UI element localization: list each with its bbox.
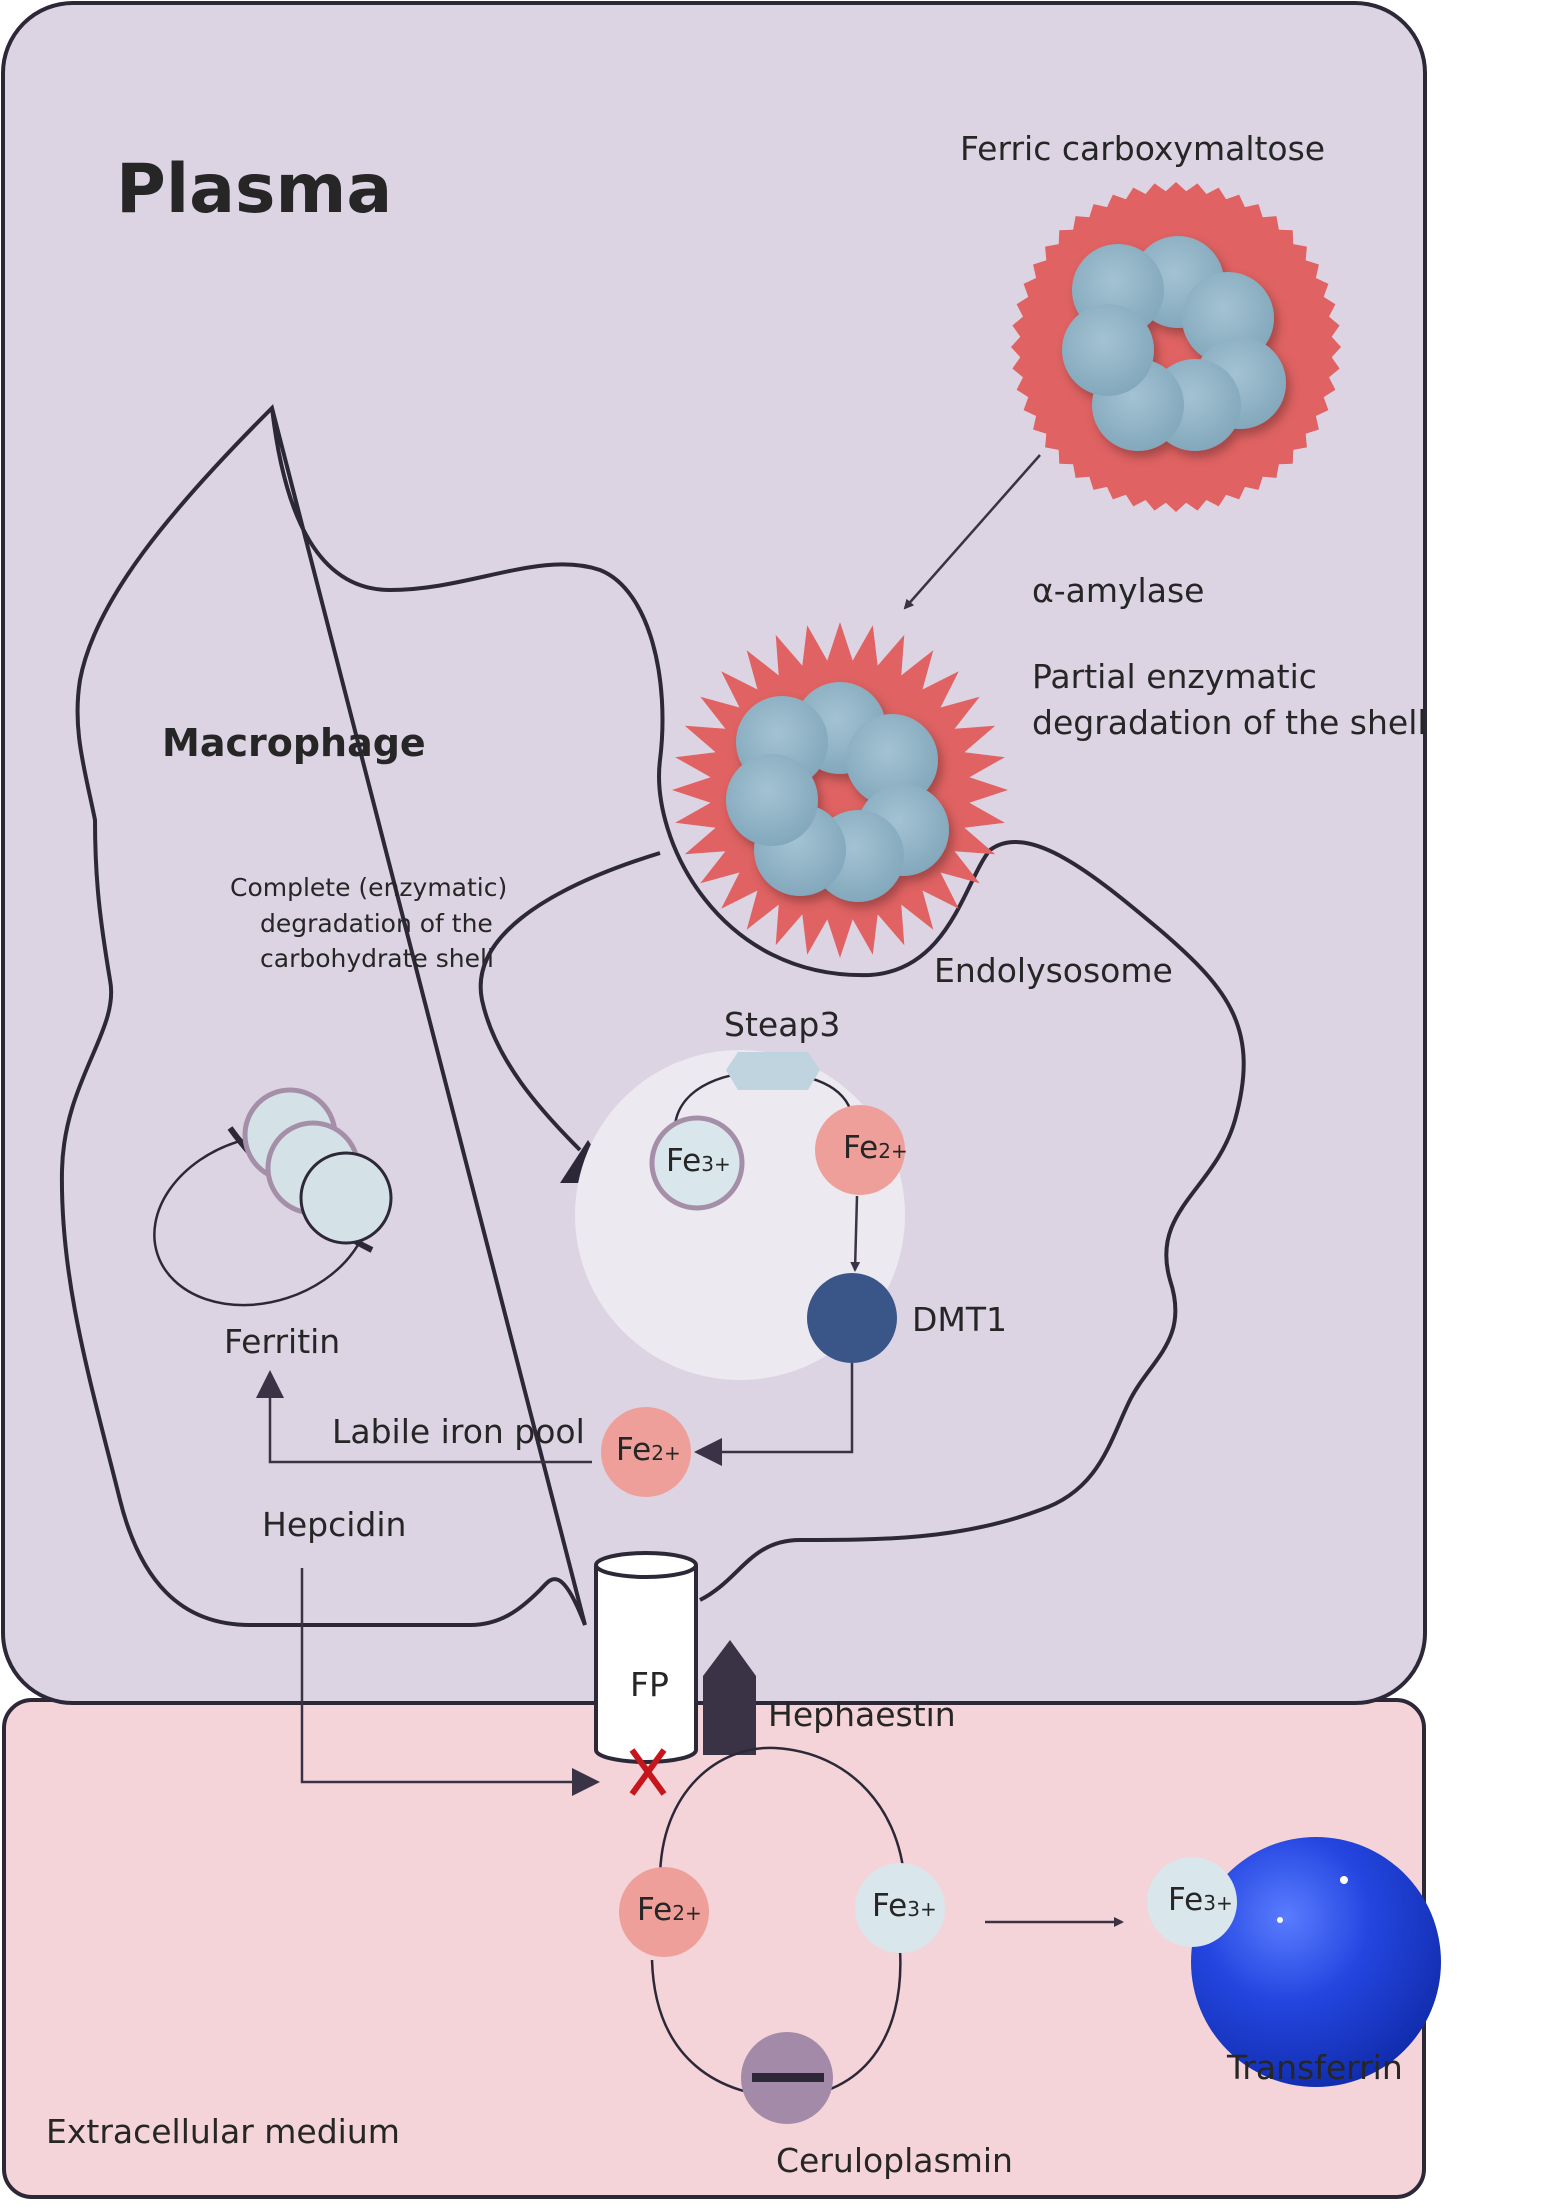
ferritin-label: Ferritin [224, 1322, 340, 1361]
arrow-labile-pool-to-ferritin-head [256, 1370, 284, 1398]
iron-core-sphere [1062, 304, 1154, 396]
ferric-carboxymaltose-particle [1011, 182, 1341, 512]
svg-text:Fe3+: Fe3+ [666, 1143, 731, 1179]
dmt1-transporter [807, 1273, 897, 1363]
arrow-complete-degradation [478, 851, 661, 1152]
steap3-enzyme [726, 1052, 820, 1090]
svg-text:Fe2+: Fe2+ [637, 1892, 702, 1928]
transferrin-protein [1191, 1837, 1441, 2087]
macrophage-membrane [59, 404, 1246, 1627]
ferritin-sphere [299, 1151, 393, 1245]
partial-degradation-label-line2: degradation of the shell [1032, 703, 1427, 742]
hephaestin-label: Hephaestin [768, 1695, 956, 1734]
ferric-carboxymaltose-label: Ferric carboxymaltose [960, 129, 1325, 168]
ferroportin-channel [594, 1551, 698, 1764]
ferric-ion-transferrin: Fe3+ [1147, 1857, 1237, 1947]
ferric-ion-extracellular: Fe3+ [855, 1863, 945, 1953]
ferrous-ion-extracellular: Fe2+ [619, 1867, 709, 1957]
arrow-to-dmt1 [850, 1195, 861, 1272]
partially-degraded-particle [672, 622, 1008, 958]
ceruloplasmin-label: Ceruloplasmin [776, 2141, 1013, 2180]
macrophage-label: Macrophage [162, 721, 426, 765]
steap3-label: Steap3 [724, 1005, 840, 1044]
iron-core-sphere [846, 714, 938, 806]
arrow-labile-pool-to-ferritin [268, 1388, 592, 1464]
svg-text:Fe3+: Fe3+ [872, 1888, 937, 1924]
complete-degradation-label-line3: carbohydrate shell [260, 944, 494, 973]
carbohydrate-shell-intact [1011, 182, 1341, 512]
arrow-to-partial-degradation [903, 454, 1041, 610]
hephaestin-protein [703, 1640, 756, 1755]
inhibition-cross-icon [629, 1748, 667, 1796]
ceruloplasmin-bar [752, 2073, 824, 2082]
complete-degradation-label-line1: Complete (enzymatic) [230, 873, 507, 902]
hepcidin-inhibition-arrowhead [572, 1768, 600, 1796]
complete-degradation-label-line2: degradation of the [260, 909, 493, 938]
svg-text:Fe2+: Fe2+ [843, 1130, 908, 1166]
transferrin-label: Transferrin [1226, 2048, 1403, 2087]
ferritin-complex [153, 1087, 393, 1307]
labile-iron-pool-label: Labile iron pool [332, 1412, 585, 1451]
hepcidin-inhibition-line [300, 1568, 585, 1784]
ferroportin-label: FP [630, 1665, 669, 1704]
extracellular-medium-label: Extracellular medium [46, 2112, 400, 2151]
svg-text:Fe3+: Fe3+ [1168, 1882, 1233, 1918]
arrow-dmt1-to-labile-pool [710, 1363, 854, 1454]
arrow-dmt1-to-labile-pool-head [694, 1438, 722, 1466]
iron-core-sphere [726, 754, 818, 846]
alpha-amylase-label: α-amylase [1032, 571, 1204, 610]
ferric-ion-endosome: Fe3+ [649, 1115, 745, 1211]
partial-degradation-label-line1: Partial enzymatic [1032, 657, 1317, 696]
endolysosome-label: Endolysosome [934, 951, 1173, 990]
dmt1-label: DMT1 [912, 1300, 1007, 1339]
ferrous-ion-endosome: Fe2+ [815, 1105, 908, 1195]
ferrous-ion-labile-pool: Fe2+ [601, 1407, 691, 1497]
carbohydrate-shell-partial [672, 622, 1008, 958]
hepcidin-label: Hepcidin [262, 1505, 406, 1544]
svg-text:Fe2+: Fe2+ [616, 1432, 681, 1468]
plasma-title: Plasma [116, 150, 392, 229]
